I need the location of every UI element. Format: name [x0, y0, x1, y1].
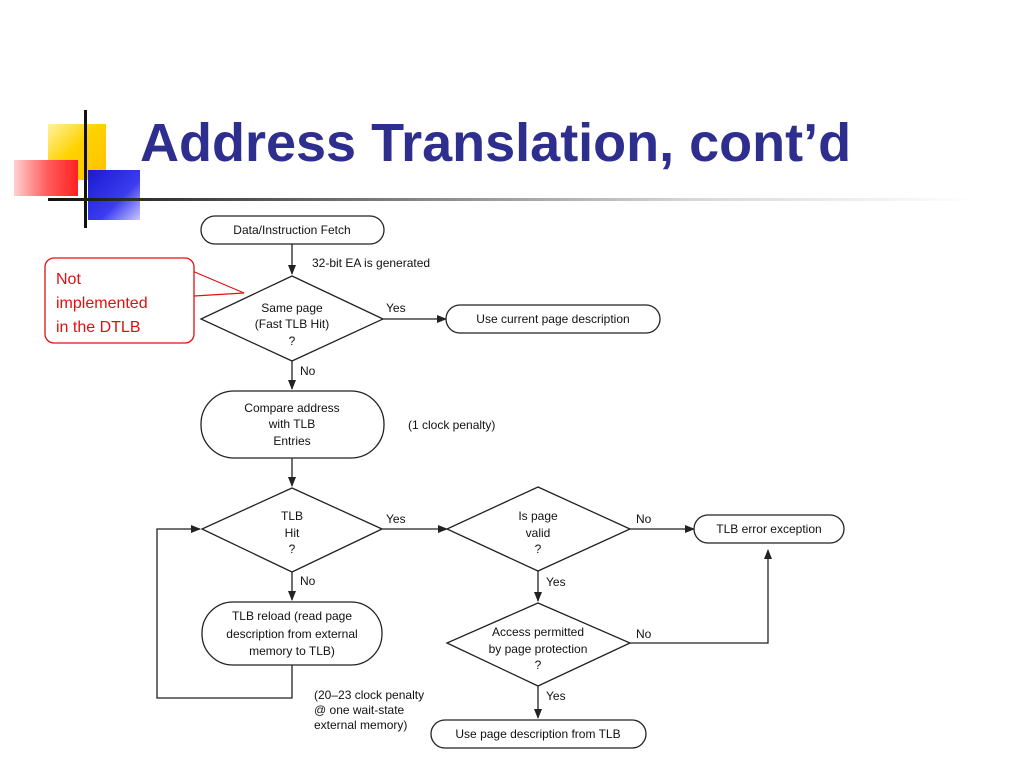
label-access-no: No — [636, 627, 652, 641]
error-text-1: TLB error exception — [716, 522, 821, 536]
tlb-hit-text-3: ? — [289, 542, 296, 556]
access-diamond — [445, 602, 632, 687]
connectors — [156, 244, 772, 719]
use-tlb-text-1: Use page description from TLB — [455, 727, 620, 741]
same-page-text-2: (Fast TLB Hit) — [255, 317, 329, 331]
page-valid-text-2: valid — [526, 526, 551, 540]
use-current-text-1: Use current page description — [476, 312, 629, 326]
compare-box — [200, 390, 385, 459]
page-valid-diamond — [445, 486, 632, 572]
edge-labels: 32-bit EA is generated Yes No (1 clock p… — [300, 256, 652, 732]
reload-text-2: description from external — [226, 627, 357, 641]
callout-line-1: Not — [56, 271, 81, 288]
tlb-hit-diamond — [200, 487, 384, 573]
edge-access-no — [630, 549, 772, 644]
title-underline — [48, 198, 978, 201]
callout: Not implemented in the DTLB — [56, 271, 148, 336]
use-tlb-box — [430, 719, 647, 749]
fetch-box — [200, 215, 385, 245]
node-texts: Data/Instruction Fetch Same page (Fast T… — [226, 223, 821, 741]
access-text-2: by page protection — [489, 642, 588, 656]
label-reload-penalty-3: external memory) — [314, 718, 407, 732]
label-valid-yes: Yes — [546, 575, 566, 589]
compare-text-3: Entries — [273, 434, 310, 448]
label-reload-penalty-1: (20–23 clock penalty — [314, 688, 424, 702]
same-page-text-3: ? — [289, 334, 296, 348]
corner-decoration — [0, 0, 142, 240]
blue-square — [88, 170, 140, 220]
label-same-no: No — [300, 364, 316, 378]
slide-title: Address Translation, cont’d — [140, 113, 852, 173]
compare-text-2: with TLB — [268, 417, 315, 431]
label-access-yes: Yes — [546, 689, 566, 703]
label-reload-penalty-2: @ one wait-state — [314, 703, 405, 717]
same-page-diamond — [199, 275, 385, 362]
callout-leader — [189, 269, 245, 297]
error-box — [693, 514, 845, 544]
access-text-1: Access permitted — [492, 625, 584, 639]
label-hit-yes: Yes — [386, 512, 406, 526]
label-one-clock: (1 clock penalty) — [408, 418, 495, 432]
shapes — [44, 215, 845, 749]
callout-line-2: implemented — [56, 295, 148, 312]
reload-text-1: TLB reload (read page — [232, 609, 352, 623]
tlb-hit-text-1: TLB — [281, 509, 303, 523]
label-hit-no: No — [300, 574, 316, 588]
reload-text-3: memory to TLB) — [249, 644, 335, 658]
vertical-bar — [84, 110, 87, 228]
access-text-3: ? — [535, 658, 542, 672]
red-square — [14, 160, 78, 196]
tlb-hit-text-2: Hit — [285, 526, 300, 540]
use-current-box — [445, 304, 661, 334]
edge-reload-loop — [156, 525, 293, 699]
callout-box — [44, 257, 195, 344]
compare-text-1: Compare address — [244, 401, 339, 415]
page-valid-text-3: ? — [535, 542, 542, 556]
label-ea-generated: 32-bit EA is generated — [312, 256, 430, 270]
fetch-text-1: Data/Instruction Fetch — [233, 223, 350, 237]
callout-line-3: in the DTLB — [56, 319, 140, 336]
same-page-text-1: Same page — [261, 301, 323, 315]
label-same-yes: Yes — [386, 301, 406, 315]
page-valid-text-1: Is page — [518, 509, 558, 523]
label-valid-no: No — [636, 512, 652, 526]
reload-box — [201, 601, 383, 666]
